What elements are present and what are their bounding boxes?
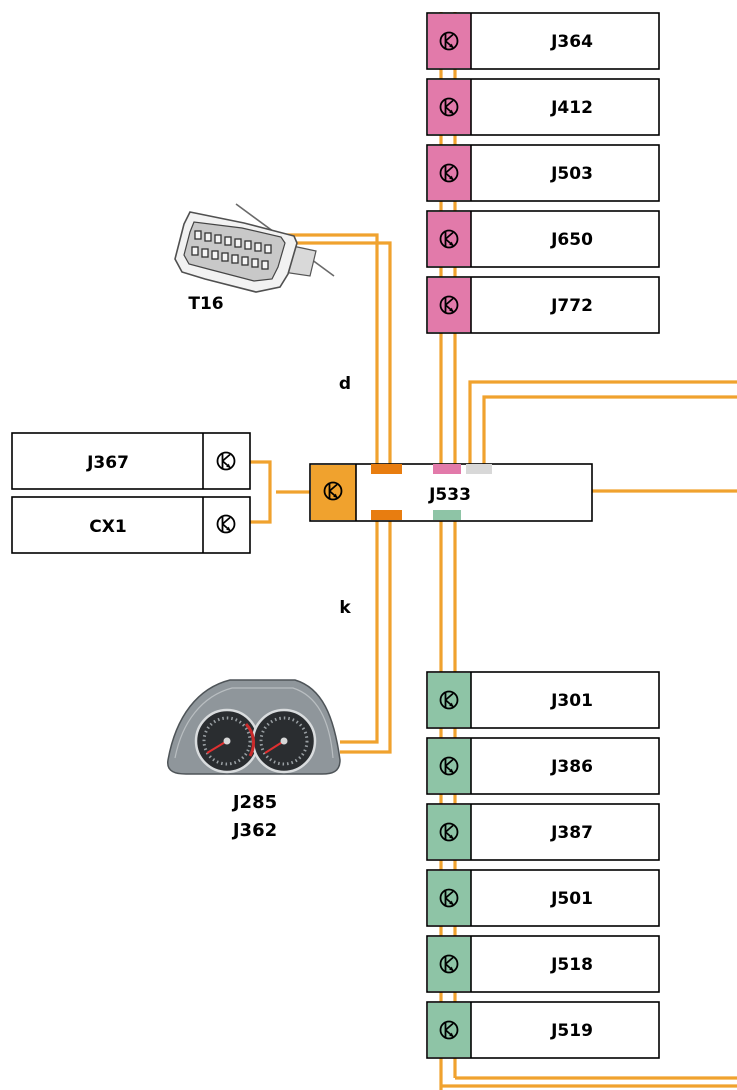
module-strip — [428, 871, 471, 925]
diagnosis-port-mark — [371, 464, 402, 474]
left-module-column: J367 CX1 — [11, 432, 251, 554]
left-branch-link — [250, 460, 272, 524]
module-label: J387 — [550, 823, 593, 843]
instrument-bus-wire-1 — [340, 518, 379, 744]
module-j386[interactable]: J386 — [426, 737, 660, 795]
diagnosis-bus-label: d — [339, 374, 351, 394]
module-j650[interactable]: J650 — [426, 210, 660, 268]
module-label: J364 — [550, 32, 593, 52]
instrument-bus-label: k — [339, 598, 351, 618]
module-strip — [428, 805, 471, 859]
module-j503[interactable]: J503 — [426, 144, 660, 202]
connector-label: T16 — [188, 294, 223, 314]
module-j772[interactable]: J772 — [426, 276, 660, 334]
module-label: J301 — [550, 691, 593, 711]
module-label: J501 — [550, 889, 593, 909]
infotainment-port-mark — [433, 464, 461, 474]
module-j364[interactable]: J364 — [426, 12, 660, 70]
instrument-port-mark — [371, 510, 402, 520]
comfort-port-mark — [433, 510, 461, 520]
right-bus-wire-2 — [482, 395, 737, 470]
module-label: J519 — [550, 1021, 593, 1041]
diagnosis-bus-wire-2 — [275, 241, 392, 470]
module-j387[interactable]: J387 — [426, 803, 660, 861]
module-label: CX1 — [89, 517, 126, 537]
right-bus-wire-1 — [468, 380, 737, 470]
module-label: J503 — [550, 164, 593, 184]
module-label: J386 — [550, 757, 593, 777]
module-j518[interactable]: J518 — [426, 935, 660, 993]
gateway-module[interactable]: J533 — [309, 463, 593, 522]
module-label: J772 — [550, 296, 593, 316]
instrument-bus-wire-2 — [340, 518, 392, 754]
module-j519[interactable]: J519 — [426, 1001, 660, 1059]
extra-port-mark — [466, 464, 492, 474]
diagnosis-bus-wire-1 — [275, 233, 379, 470]
left-module-j367[interactable]: J367 — [11, 432, 251, 490]
module-label: J518 — [550, 955, 593, 975]
module-label: J367 — [86, 453, 129, 473]
left-module-cx1[interactable]: CX1 — [11, 496, 251, 554]
cluster-label-1: J285 — [231, 792, 277, 813]
gateway-label: J533 — [428, 485, 471, 505]
module-strip — [428, 673, 471, 727]
module-j501[interactable]: J501 — [426, 869, 660, 927]
module-strip — [428, 146, 471, 200]
module-strip — [428, 278, 471, 332]
module-strip — [428, 739, 471, 793]
gateway-strip — [311, 465, 356, 520]
module-j301[interactable]: J301 — [426, 671, 660, 729]
module-label: J650 — [550, 230, 593, 250]
module-strip — [428, 14, 471, 68]
module-label: J412 — [550, 98, 593, 118]
module-strip — [428, 1003, 471, 1057]
cluster-label-2: J362 — [231, 820, 277, 841]
module-strip — [428, 80, 471, 134]
module-strip — [428, 937, 471, 991]
obd-connector-icon — [174, 203, 335, 293]
module-strip — [428, 212, 471, 266]
module-j412[interactable]: J412 — [426, 78, 660, 136]
instrument-cluster-icon — [167, 679, 341, 775]
